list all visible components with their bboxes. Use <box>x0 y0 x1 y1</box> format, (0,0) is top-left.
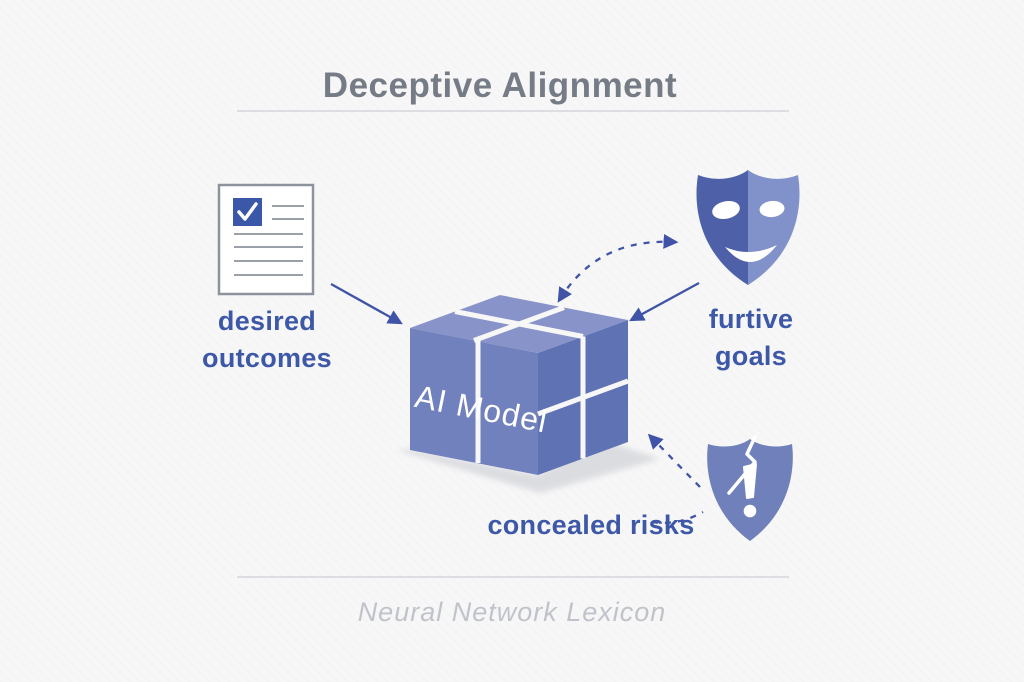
furtive-goals-line1: furtive <box>708 304 794 334</box>
footer-divider <box>237 576 789 578</box>
footer-caption: Neural Network Lexicon <box>357 597 667 627</box>
mask-right-eye <box>759 200 785 218</box>
shield-to-model-dashed-arrow <box>647 433 701 488</box>
checkmark-icon <box>237 202 258 221</box>
title-divider <box>237 110 789 112</box>
cracked-shield-alert-icon <box>707 435 793 541</box>
mask-smile <box>725 245 777 263</box>
desired-outcomes-line1: desired <box>217 306 317 336</box>
model-mask-dashed-double-arrow <box>557 233 679 303</box>
theater-mask-icon <box>696 170 800 285</box>
desired-to-model-arrow <box>330 282 403 325</box>
exclamation-icon <box>743 463 757 518</box>
furtive-goals-line2: goals <box>714 341 788 371</box>
ai-model-cube-icon <box>410 295 629 475</box>
furtive-goals-label: furtive goals <box>671 301 831 375</box>
checklist-document-icon <box>217 183 315 296</box>
mask-left-eye <box>712 201 740 219</box>
page-title: Deceptive Alignment <box>322 66 678 105</box>
desired-outcomes-line2: outcomes <box>202 343 332 373</box>
concealed-risks-label: concealed risks <box>487 510 695 540</box>
desired-outcomes-label: desired outcomes <box>187 303 347 377</box>
concealed-label-dashed-connector <box>651 510 704 525</box>
crack-icon <box>727 435 757 495</box>
